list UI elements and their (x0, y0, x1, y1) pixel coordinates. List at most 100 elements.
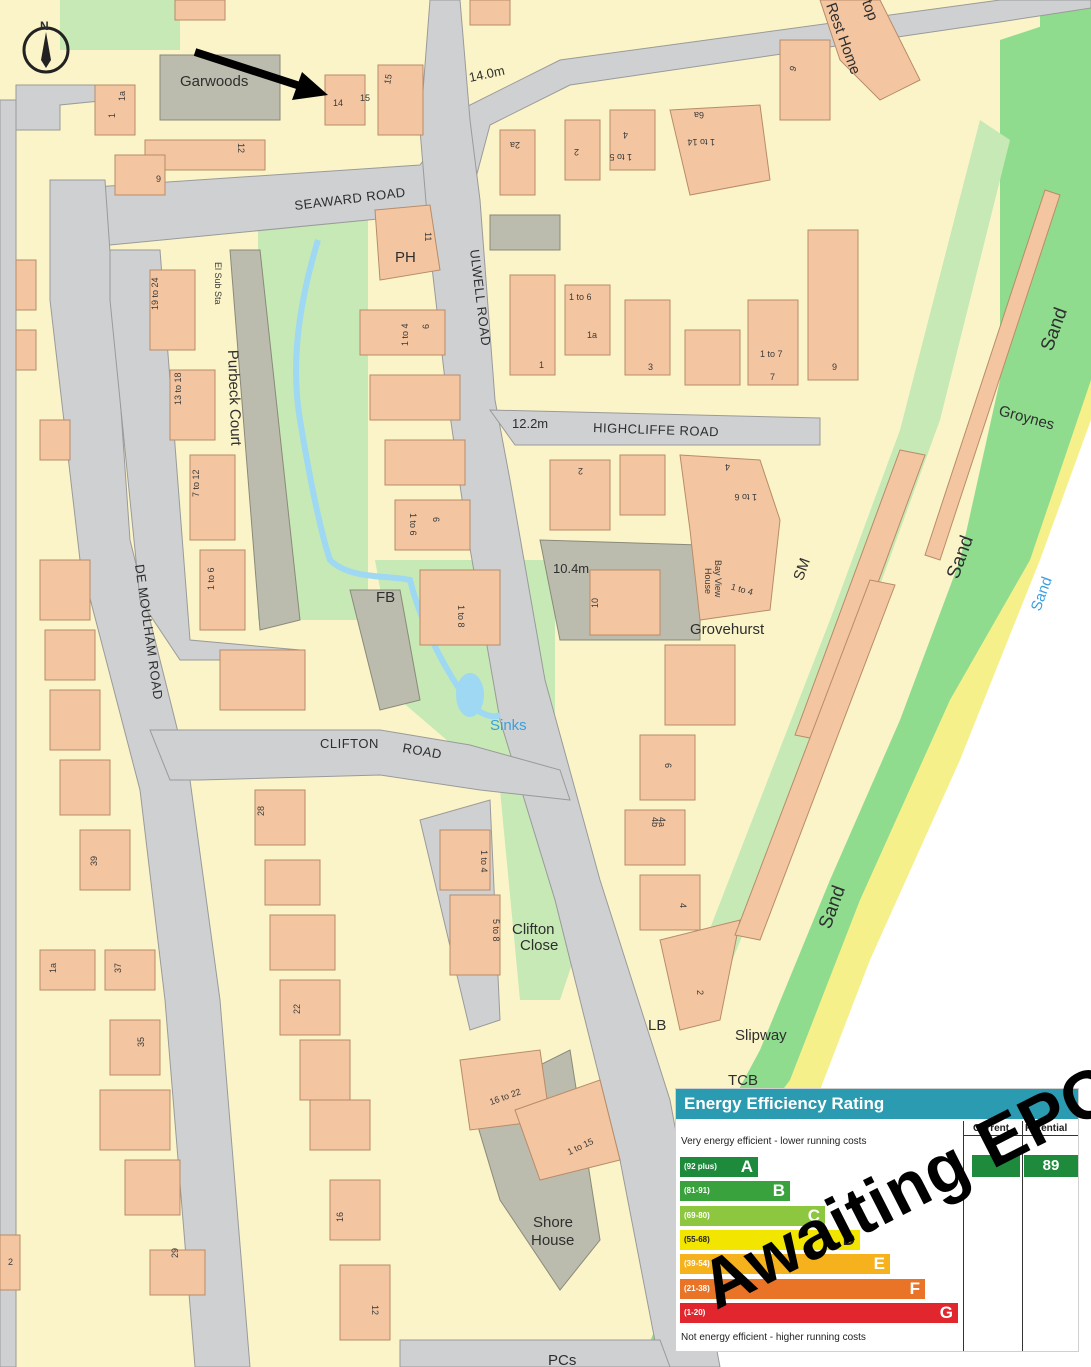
building (374, 204, 441, 281)
place-grovehurst: Grovehurst (690, 621, 765, 638)
building (324, 74, 366, 126)
num-4b: 4 (725, 462, 730, 472)
building (384, 439, 466, 486)
num-4bb: 4b (650, 817, 660, 827)
num-1to6: 1 to 6 (206, 567, 216, 590)
north-arrow: N (22, 19, 70, 74)
num-1to4c: 1 to 4 (479, 850, 489, 873)
height-10: 10.4m (553, 561, 589, 576)
num-11: 11 (423, 232, 433, 241)
num-39: 39 (89, 856, 99, 866)
building (639, 734, 696, 801)
building (149, 269, 196, 351)
building (44, 629, 96, 681)
num-1to14: 1 to 14 (687, 137, 715, 147)
num-6x: 6 (431, 517, 441, 522)
epc-band-letter: E (873, 1254, 885, 1273)
epc-potential-value: 89 (1024, 1155, 1078, 1177)
building (747, 299, 799, 386)
building (549, 459, 611, 531)
building (369, 374, 461, 421)
building (149, 1249, 206, 1296)
north-arrow-n: N (40, 19, 49, 33)
num-2a: 2a (510, 140, 520, 150)
place-bay-house: House (703, 568, 713, 594)
north-arrow-ring (22, 26, 70, 74)
num-22: 22 (292, 1004, 302, 1014)
epc-band-letter: F (909, 1279, 920, 1298)
building (609, 109, 656, 171)
building (309, 1099, 371, 1151)
road-clifton (149, 729, 571, 801)
building (279, 979, 341, 1036)
num-1to6b: 1 to 6 (408, 513, 418, 536)
place-shore-1: Shore (533, 1214, 573, 1231)
num-1to6c: 1 to 6 (569, 292, 592, 302)
pointer-arrow-shaft (193, 48, 302, 90)
building (679, 454, 781, 621)
height-14: 14.0m (468, 63, 506, 85)
num-1to6d: 1 to 6 (734, 492, 757, 502)
building (264, 859, 321, 906)
building (0, 1234, 21, 1291)
epc-bottom-note: Not energy efficient - higher running co… (681, 1332, 866, 1343)
building (624, 299, 671, 376)
place-top: top (858, 0, 881, 23)
num-4c: 4 (678, 903, 688, 908)
num-2d: 2 (8, 1257, 13, 1267)
shaded-purbeck (229, 249, 301, 631)
place-slipway: Slipway (735, 1027, 787, 1044)
building (499, 129, 536, 196)
building (104, 949, 156, 991)
building (807, 229, 859, 381)
building (299, 1039, 351, 1101)
num-16: 16 (335, 1212, 345, 1222)
building (514, 1079, 621, 1181)
num-15a: 15 (360, 93, 370, 103)
epc-divider-1 (963, 1121, 964, 1351)
epc-band-letter: C (807, 1206, 820, 1225)
num-29: 29 (170, 1248, 180, 1258)
num-4a: 4a (657, 817, 667, 827)
epc-current-marker (972, 1155, 1020, 1177)
num-9c: 9 (832, 362, 837, 372)
building (589, 569, 661, 636)
building (94, 84, 136, 136)
building (439, 829, 491, 891)
epc-band-range: (1-20) (684, 1308, 706, 1317)
epc-current-label: Current (973, 1123, 1010, 1134)
building (39, 559, 91, 621)
building (15, 259, 37, 311)
epc-band-range: (55-68) (684, 1235, 710, 1244)
num-6b: 6 (663, 763, 673, 768)
epc-divider-2 (1022, 1121, 1023, 1351)
num-3: 3 (648, 362, 653, 372)
num-1a2: 1a (587, 330, 597, 340)
building (15, 329, 37, 371)
pointer-arrow-head (292, 72, 328, 100)
road-highcliffe (489, 409, 821, 446)
num-2c: 2 (695, 990, 705, 995)
building (394, 499, 471, 551)
beach-huts (734, 189, 1061, 941)
epc-band-e: (39-54)E (680, 1254, 890, 1274)
sand-green-main (690, 10, 1091, 1200)
height-12: 12.2m (512, 416, 548, 431)
epc-band-b: (81-91)B (680, 1181, 790, 1201)
epc-band-letter: G (939, 1303, 953, 1322)
building (419, 569, 501, 646)
place-shore-2: House (531, 1232, 574, 1249)
epc-band-a: (92 plus)A (680, 1157, 758, 1177)
epc-band-c: (69-80)C (680, 1206, 825, 1226)
num-2b: 2 (578, 466, 583, 476)
building (174, 0, 226, 21)
place-sm: SM (790, 556, 814, 583)
num-2: 2 (574, 147, 579, 157)
place-fb: FB (376, 589, 395, 606)
place-tcb: TCB (728, 1072, 758, 1089)
road-bottom (399, 1339, 671, 1367)
num-1to4: 1 to 4 (400, 323, 410, 346)
building (509, 274, 556, 376)
